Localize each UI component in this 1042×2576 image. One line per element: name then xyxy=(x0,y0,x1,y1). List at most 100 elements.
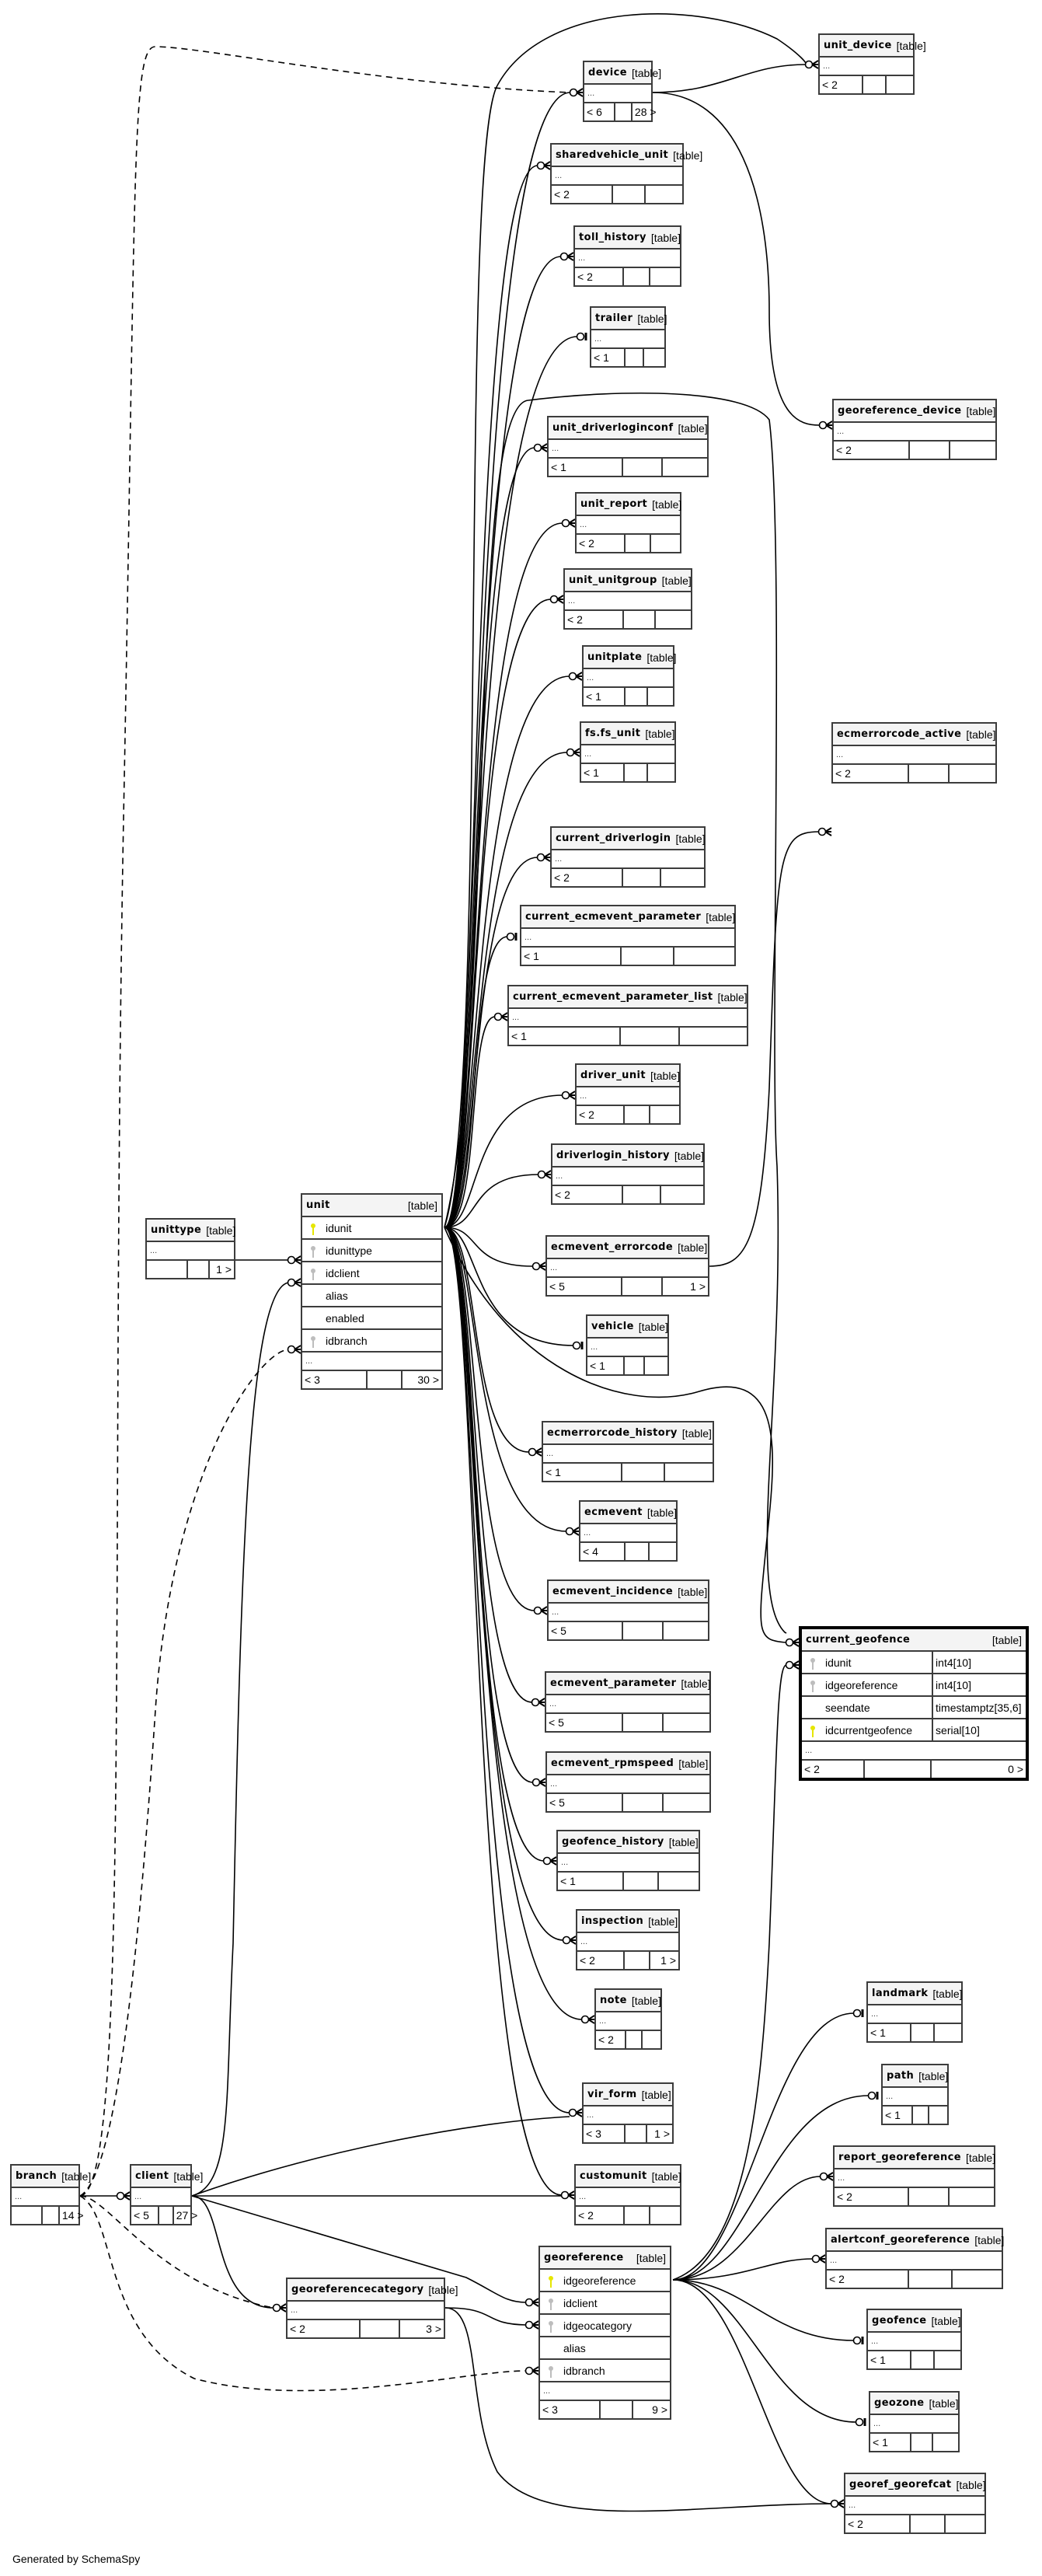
table-name[interactable]: client xyxy=(135,2170,169,2182)
column-row[interactable]: enabled xyxy=(302,1307,441,1330)
more-columns[interactable]: ... xyxy=(820,58,913,76)
more-columns[interactable]: ... xyxy=(302,1353,441,1371)
child-count[interactable]: 1 > xyxy=(654,2127,670,2140)
parent-count[interactable]: < 2 xyxy=(835,2188,910,2205)
parent-count[interactable]: < 5 xyxy=(547,1278,623,1295)
table-header[interactable]: unit_report[table] xyxy=(577,494,681,516)
child-count[interactable] xyxy=(935,2351,960,2368)
more-columns[interactable]: ... xyxy=(547,1259,708,1278)
table-header[interactable]: ecmevent_errorcode[table] xyxy=(547,1237,708,1259)
more-columns[interactable]: ... xyxy=(565,592,691,611)
table-header[interactable]: ecmevent_incidence[table] xyxy=(549,1581,708,1604)
child-count[interactable] xyxy=(887,76,913,93)
child-count[interactable] xyxy=(665,1464,713,1481)
more-columns[interactable]: ... xyxy=(549,440,707,459)
more-columns[interactable]: ... xyxy=(546,1695,709,1714)
table-header[interactable]: vir_form[table] xyxy=(584,2084,672,2107)
child-count[interactable] xyxy=(953,2271,1002,2288)
parent-count[interactable]: < 2 xyxy=(833,765,910,782)
table-header[interactable]: current_ecmevent_parameter[table] xyxy=(521,906,735,929)
table-name[interactable]: geozone xyxy=(874,2397,925,2409)
table-trailer[interactable]: trailer[table]...< 1 xyxy=(590,306,667,368)
table-name[interactable]: note xyxy=(600,1995,627,2006)
table-header[interactable]: vehicle[table] xyxy=(587,1316,668,1339)
table-header[interactable]: device[table] xyxy=(584,62,661,85)
table-name[interactable]: ecmevent xyxy=(584,1506,643,1518)
table-ecmevent_rpmspeed[interactable]: ecmevent_rpmspeed[table]...< 5 xyxy=(545,1751,711,1813)
table-georef_georefcat[interactable]: georef_georefcat[table]...< 2 xyxy=(844,2473,986,2534)
parent-count[interactable]: < 5 xyxy=(547,1794,624,1811)
table-unit_report[interactable]: unit_report[table]...< 2 xyxy=(575,492,681,553)
more-columns[interactable]: ... xyxy=(580,1524,676,1543)
more-columns[interactable]: ... xyxy=(558,1854,699,1873)
parent-count[interactable]: < 2 xyxy=(827,2271,909,2288)
table-driverlogin_history[interactable]: driverlogin_history[table]...< 2 xyxy=(551,1143,705,1205)
table-unit_driverloginconf[interactable]: unit_driverloginconf[table]...< 1 xyxy=(547,416,709,477)
more-columns[interactable]: ... xyxy=(547,1775,709,1794)
table-header[interactable]: unit_unitgroup[table] xyxy=(565,570,692,592)
table-ecmerrorcode_active[interactable]: ecmerrorcode_active[table]...< 2 xyxy=(831,722,997,784)
table-header[interactable]: report_georeference[table] xyxy=(835,2147,995,2169)
table-header[interactable]: ecmevent_parameter[table] xyxy=(546,1673,711,1695)
more-columns[interactable]: ... xyxy=(543,1445,713,1464)
child-count[interactable] xyxy=(664,1622,708,1639)
table-header[interactable]: ecmerrorcode_active[table] xyxy=(833,724,996,746)
child-count[interactable] xyxy=(643,2031,660,2048)
parent-count[interactable]: < 2 xyxy=(552,869,624,886)
child-count[interactable]: 3 > xyxy=(426,2323,441,2335)
table-header[interactable]: note[table] xyxy=(596,1990,661,2012)
parent-count[interactable]: < 2 xyxy=(596,2031,626,2048)
child-count[interactable] xyxy=(651,535,680,552)
table-header[interactable]: current_driverlogin[table] xyxy=(552,828,706,850)
table-name[interactable]: current_geofence xyxy=(806,1634,911,1646)
child-count[interactable]: 0 > xyxy=(1008,1763,1023,1775)
column-row[interactable]: idclient xyxy=(540,2292,670,2315)
parent-count[interactable]: < 1 xyxy=(509,1028,621,1045)
table-name[interactable]: toll_history xyxy=(579,232,646,243)
table-header[interactable]: client[table] xyxy=(131,2166,203,2188)
table-name[interactable]: unit_device xyxy=(824,40,892,51)
more-columns[interactable]: ... xyxy=(509,1009,747,1028)
parent-count[interactable] xyxy=(12,2207,44,2224)
parent-count[interactable]: < 2 xyxy=(577,1952,626,1969)
more-columns[interactable]: ... xyxy=(577,1087,679,1106)
table-name[interactable]: geofence_history xyxy=(562,1836,664,1848)
table-name[interactable]: unit xyxy=(306,1199,330,1211)
table-header[interactable]: path[table] xyxy=(883,2065,948,2088)
table-name[interactable]: ecmerrorcode_history xyxy=(547,1427,678,1439)
more-columns[interactable]: ... xyxy=(552,1168,703,1186)
table-landmark[interactable]: landmark[table]...< 1 xyxy=(866,1981,963,2043)
more-columns[interactable]: ... xyxy=(577,516,680,535)
child-count[interactable] xyxy=(674,948,734,965)
parent-count[interactable]: < 3 xyxy=(302,1371,368,1388)
child-count[interactable] xyxy=(946,2515,984,2532)
column-row[interactable]: alias xyxy=(302,1285,441,1307)
parent-count[interactable]: < 1 xyxy=(521,948,622,965)
table-header[interactable]: unit_driverloginconf[table] xyxy=(549,417,708,440)
table-header[interactable]: georeference[table] xyxy=(540,2247,670,2270)
child-count[interactable] xyxy=(933,2434,958,2451)
more-columns[interactable]: ... xyxy=(596,2012,660,2031)
table-name[interactable]: inspection xyxy=(581,1915,644,1927)
table-name[interactable]: branch xyxy=(16,2170,58,2182)
table-header[interactable]: customunit[table] xyxy=(576,2166,681,2188)
more-columns[interactable]: ... xyxy=(827,2252,1002,2271)
child-count[interactable]: 30 > xyxy=(417,1374,439,1386)
child-count[interactable] xyxy=(646,186,682,203)
table-branch[interactable]: branch[table]...14 > xyxy=(10,2164,91,2225)
more-columns[interactable]: ... xyxy=(552,167,682,186)
child-count[interactable] xyxy=(644,349,664,366)
table-name[interactable]: current_driverlogin xyxy=(556,832,671,844)
child-count[interactable] xyxy=(661,869,704,886)
parent-count[interactable]: < 5 xyxy=(131,2207,159,2224)
parent-count[interactable]: < 1 xyxy=(558,1873,625,1890)
parent-count[interactable]: < 5 xyxy=(549,1622,624,1639)
child-count[interactable]: 1 > xyxy=(660,1954,676,1967)
table-name[interactable]: driverlogin_history xyxy=(556,1150,670,1161)
